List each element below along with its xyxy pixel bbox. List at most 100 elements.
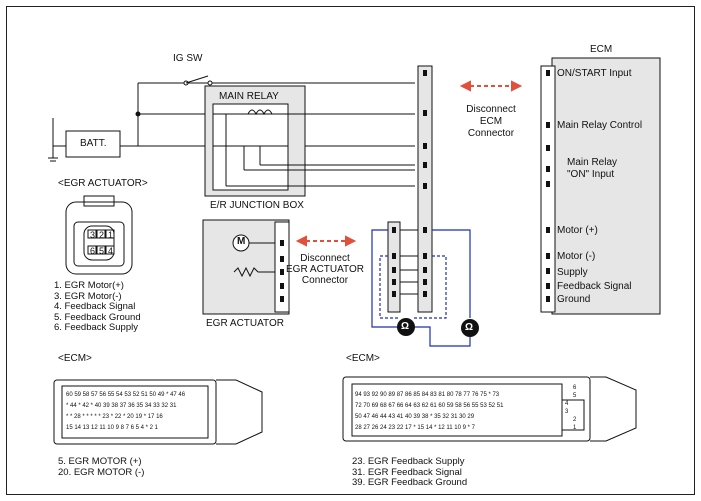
side-pin: 2 xyxy=(573,417,577,423)
lead-3 xyxy=(432,229,471,318)
ecm-pin-on-start: ON/START Input xyxy=(557,68,632,79)
pin xyxy=(423,162,427,168)
pin-row: 15 14 13 12 11 10 9 8 7 6 5 4 * 2 1 xyxy=(66,425,158,431)
connector-latch xyxy=(83,195,115,207)
pin-number: 3 xyxy=(90,230,96,240)
pin xyxy=(280,256,284,262)
pin xyxy=(423,70,427,76)
pin xyxy=(392,267,396,273)
motor-m-label: M xyxy=(237,236,246,247)
switch-contact-b xyxy=(207,80,213,86)
pin xyxy=(423,253,427,259)
side-pin: 5 xyxy=(573,393,577,399)
disconnect-arrows xyxy=(295,80,523,247)
ecm-right-side-block xyxy=(561,399,585,431)
pin-row: 28 27 26 24 23 22 17 * 15 14 * 12 11 10 … xyxy=(355,425,475,431)
disconnect-egr-3: Connector xyxy=(301,275,349,286)
ecm-right-list: 23. EGR Feedback Supply 31. EGR Feedback… xyxy=(352,456,467,489)
side-pin: 6 xyxy=(573,385,577,391)
bottom-connectors xyxy=(53,376,637,445)
battery-box xyxy=(65,130,121,158)
list-item: 4. Feedback Signal xyxy=(54,301,136,312)
connector-cavity xyxy=(83,225,115,261)
batt-label: BATT. xyxy=(80,138,107,149)
pin xyxy=(423,143,427,149)
list-item: 5. EGR MOTOR (+) xyxy=(58,456,142,467)
actuator-connector-face xyxy=(65,195,133,275)
pin xyxy=(392,253,396,259)
pin xyxy=(280,240,284,246)
ecm-left-inner xyxy=(61,385,209,439)
connector-outline xyxy=(65,201,133,275)
egr-actuator-box-label: EGR ACTUATOR xyxy=(206,318,284,329)
pin xyxy=(423,267,427,273)
actuator-pin-list: 1. EGR Motor(+) 3. EGR Motor(-) 4. Feedb… xyxy=(54,280,141,334)
pin xyxy=(546,296,550,302)
egr-actuator-title: <EGR ACTUATOR> xyxy=(58,178,148,189)
ecm-pin-motor-minus: Motor (-) xyxy=(557,251,596,262)
ecm-pin-main-relay-control: Main Relay Control xyxy=(557,120,643,131)
pin-cell xyxy=(87,229,97,239)
pin-row: 50 47 46 44 43 41 40 39 38 * 35 32 31 30… xyxy=(355,414,475,420)
disconnect-ecm-1: Disconnect xyxy=(466,104,516,115)
side-pin: 4 xyxy=(565,401,569,407)
ecm-box xyxy=(551,57,661,315)
lead-2 xyxy=(414,326,471,347)
pin xyxy=(546,181,550,187)
pin xyxy=(423,110,427,116)
ecm-left-title: <ECM> xyxy=(58,353,92,364)
pin xyxy=(546,145,550,151)
ecm-pin-ground: Ground xyxy=(557,294,591,305)
egr-actuator-pin-strip xyxy=(274,221,290,313)
ecm-pin-feedback-signal: Feedback Signal xyxy=(557,281,632,292)
pin-cell xyxy=(87,245,97,255)
arrow-head xyxy=(295,235,307,247)
ohm-symbol: Ω xyxy=(401,321,410,332)
side-pin: 1 xyxy=(573,425,577,431)
ecm-pin-motor-plus: Motor (+) xyxy=(557,225,598,236)
pin xyxy=(392,291,396,297)
ohmmeter-1 xyxy=(397,318,415,336)
pin-cell xyxy=(105,229,115,239)
pin-row: * * 28 * * * * * 23 * 22 * 20 19 * 17 16 xyxy=(66,414,163,420)
pin xyxy=(392,227,396,233)
meter-leads xyxy=(371,229,471,347)
pin xyxy=(546,253,550,259)
arrow-head xyxy=(345,235,357,247)
ecm-left-connector xyxy=(53,379,217,445)
pin-number: 4 xyxy=(108,246,114,256)
pin xyxy=(546,122,550,128)
pin xyxy=(423,291,427,297)
ecm-pin-main-relay-on-1: Main Relay xyxy=(567,157,618,168)
relay-inner xyxy=(212,103,289,191)
main-relay-label: MAIN RELAY xyxy=(219,91,279,102)
disconnect-egr-2: EGR ACTUATOR xyxy=(286,264,364,275)
pin-row: 94 93 92 90 89 87 86 85 84 83 81 80 78 7… xyxy=(355,392,500,398)
pin xyxy=(546,70,550,76)
connector-body xyxy=(73,221,125,267)
pin xyxy=(280,269,284,275)
diagram-frame xyxy=(6,6,695,495)
arrow-head xyxy=(459,80,471,92)
ecm-right-connector xyxy=(342,376,591,442)
pin xyxy=(423,227,427,233)
ecm-right-pin-grid: 94 93 92 90 89 87 86 85 84 83 81 80 78 7… xyxy=(355,390,560,434)
ecm-left-hood xyxy=(216,379,263,445)
arrow-head xyxy=(511,80,523,92)
list-item: 20. EGR MOTOR (-) xyxy=(58,466,145,478)
lead-1 xyxy=(371,229,398,328)
ecm-pin-strip xyxy=(540,65,556,313)
ecm-right-side-pins: 6 5 4 3 2 1 xyxy=(565,384,576,432)
pin-row: 72 70 69 68 67 66 64 63 62 61 60 59 58 5… xyxy=(355,403,504,409)
pin-number: 6 xyxy=(90,246,96,256)
pin-cell xyxy=(96,245,106,255)
pin xyxy=(423,279,427,285)
pin-cell xyxy=(105,245,115,255)
pin xyxy=(546,268,550,274)
list-item: 5. Feedback Ground xyxy=(54,311,141,323)
pin-row: * 44 * 42 * 40 39 38 37 36 35 34 33 32 3… xyxy=(66,403,177,409)
ig-sw-label: IG SW xyxy=(173,53,203,64)
ohm-symbol: Ω xyxy=(465,322,474,333)
potentiometer xyxy=(233,266,259,278)
